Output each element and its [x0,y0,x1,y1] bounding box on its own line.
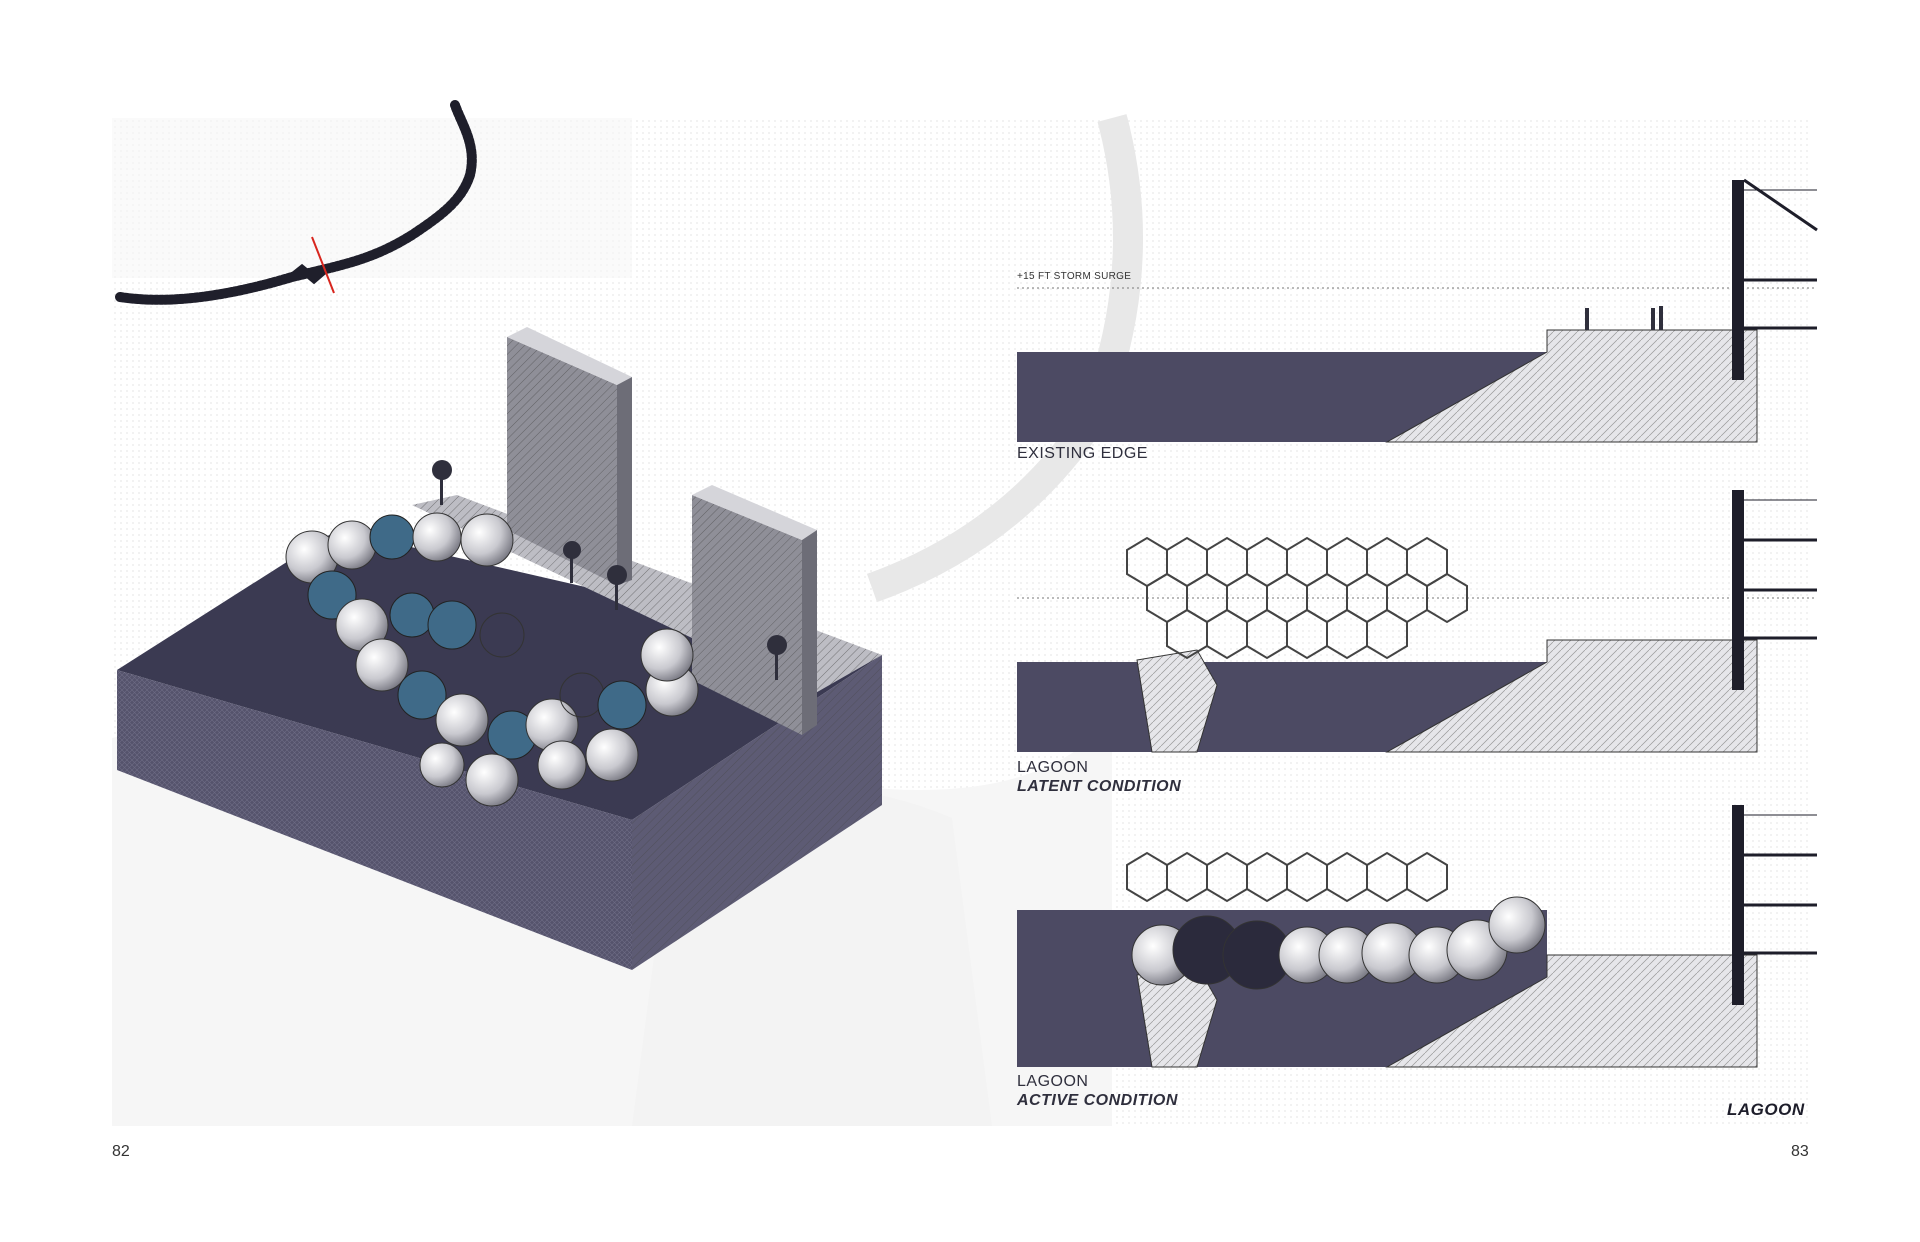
section-cut-marker [311,236,335,294]
section-existing-edge [1017,178,1818,443]
axonometric-lagoon-model [117,327,882,970]
module-cluster [285,512,699,807]
inflated-modules [1131,896,1546,990]
page-number-left: 82 [112,1143,130,1160]
storm-surge-label: +15 FT STORM SURGE [1017,271,1132,282]
section-lagoon-active [1017,805,1817,1068]
caption-latent-subtitle: LATENT CONDITION [1017,778,1182,795]
caption-existing-title: EXISTING EDGE [1017,445,1148,462]
caption-existing-edge: EXISTING EDGE [1017,444,1148,463]
caption-lagoon-active: LAGOON ACTIVE CONDITION [1017,1072,1178,1110]
key-plan-shoreline [115,100,477,305]
caption-active-title: LAGOON [1017,1073,1089,1090]
palm-tree-icons [432,460,787,680]
caption-active-subtitle: ACTIVE CONDITION [1017,1092,1178,1109]
section-lagoon-latent [1017,490,1817,753]
caption-lagoon-latent: LAGOON LATENT CONDITION [1017,758,1181,796]
caption-latent-title: LAGOON [1017,759,1089,776]
sheet-title: LAGOON [1727,1100,1805,1119]
page-number-right: 83 [1791,1143,1809,1160]
